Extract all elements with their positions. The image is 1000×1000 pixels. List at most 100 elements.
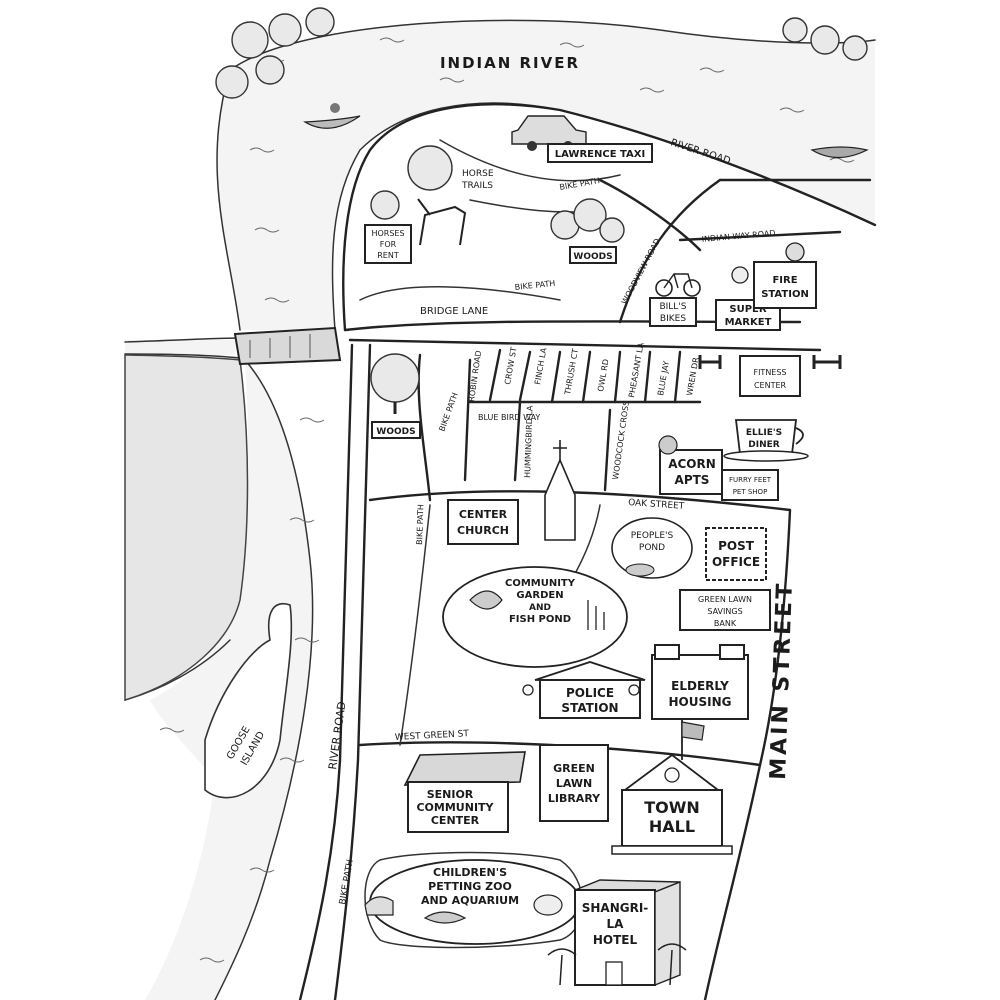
garden-label-3: AND xyxy=(529,603,551,613)
library-label-1: GREEN xyxy=(553,762,595,775)
ellies-diner-label-1: ELLIE'S xyxy=(746,428,782,438)
super-market-label-1: SUPER xyxy=(729,304,766,315)
cross-icon xyxy=(553,440,567,460)
horses-for-rent-label-3: RENT xyxy=(377,251,399,260)
crow-st-label: CROW ST xyxy=(503,346,518,385)
hotel-label-1: SHANGRI- xyxy=(582,901,649,915)
hotel-label-2: LA xyxy=(607,917,625,931)
finch-la-label: FINCH LA xyxy=(533,347,548,386)
elderly-label-2: HOUSING xyxy=(669,695,732,709)
blue-jay-label: BLUE JAY xyxy=(656,360,671,396)
fire-station[interactable]: FIRE STATION xyxy=(731,242,817,309)
police-label-1: POLICE xyxy=(566,686,614,700)
fitness-center-label-2: CENTER xyxy=(754,381,787,390)
church-steeple xyxy=(544,457,576,541)
hotel-label-3: HOTEL xyxy=(593,933,638,947)
bills-bikes-label-2: BIKES xyxy=(660,314,686,324)
green-lawn-library[interactable]: GREEN LAWN LIBRARY xyxy=(539,744,609,822)
senior-label-2: COMMUNITY xyxy=(416,801,494,814)
furry-feet-pet-shop[interactable]: FURRY FEET PET SHOP xyxy=(721,469,779,501)
pet-shop-label-1: FURRY FEET xyxy=(729,476,772,484)
boat-icon xyxy=(810,146,869,159)
post-office[interactable]: POST OFFICE xyxy=(705,527,767,581)
horse-trails[interactable]: HORSE TRAILS xyxy=(407,145,494,246)
lawrence-taxi-label: LAWRENCE TAXI xyxy=(555,149,645,160)
acorn-apts-label-2: APTS xyxy=(675,473,710,487)
police-station[interactable]: POLICE STATION xyxy=(522,661,646,719)
childrens-petting-zoo[interactable]: CHILDREN'S PETTING ZOO AND AQUARIUM xyxy=(364,859,581,945)
fitness-center-label-1: FITNESS xyxy=(753,368,786,377)
pet-shop-label-2: PET SHOP xyxy=(733,488,768,496)
bank-label-3: BANK xyxy=(714,619,737,628)
sheep-icon xyxy=(533,894,563,916)
bridge[interactable] xyxy=(233,326,342,366)
town-hall[interactable]: TOWN HALL xyxy=(611,753,733,855)
library-label-3: LIBRARY xyxy=(548,792,601,805)
bills-bikes-label-1: BILL'S xyxy=(659,302,686,312)
bike-path-label-1: BIKE PATH xyxy=(559,176,601,192)
shangri-la-hotel[interactable]: SHANGRI- LA HOTEL xyxy=(574,879,681,987)
fish-icon xyxy=(469,590,503,610)
river-road-west-label: RIVER ROAD xyxy=(326,701,348,771)
tree-cluster-nw xyxy=(215,7,335,99)
clock-icon xyxy=(664,767,680,783)
goose-island[interactable]: GOOSE ISLAND xyxy=(204,603,293,799)
super-market-label-2: MARKET xyxy=(725,317,772,328)
woods-west[interactable]: WOODS xyxy=(370,353,421,439)
woodview-road-label: WOODVIEW ROAD xyxy=(620,237,662,306)
woodcock-cross-label: WOODCOCK CROSS xyxy=(611,400,631,480)
pheasant-la-label: PHEASANT LA xyxy=(627,342,646,399)
horses-for-rent[interactable]: HORSES FOR RENT xyxy=(364,190,412,264)
town-hall-label-1: TOWN xyxy=(644,798,700,817)
library-label-2: LAWN xyxy=(556,777,592,790)
post-office-label-1: POST xyxy=(718,539,755,553)
ellies-diner-label-2: DINER xyxy=(748,440,779,450)
garden-label-2: GARDEN xyxy=(516,590,563,601)
bridge-lane-label: BRIDGE LANE xyxy=(420,306,488,317)
horses-for-rent-label-2: FOR xyxy=(380,240,397,249)
senior-community-center[interactable]: SENIOR COMMUNITY CENTER xyxy=(403,751,526,833)
west-green-st-label: WEST GREEN ST xyxy=(395,729,470,743)
dog-icon xyxy=(364,896,394,916)
acorn-apts-label-1: ACORN xyxy=(668,457,716,471)
police-label-2: STATION xyxy=(561,701,618,715)
bike-path-label-2: BIKE PATH xyxy=(514,279,555,292)
town-hall-label-2: HALL xyxy=(649,817,695,836)
bills-bikes[interactable]: BILL'S BIKES xyxy=(649,273,701,327)
fitness-center[interactable]: FITNESS CENTER xyxy=(698,355,842,397)
elderly-label-1: ELDERLY xyxy=(671,679,729,693)
thrush-ct-label: THRUSH CT xyxy=(563,348,580,396)
blue-bird-way-label: BLUE BIRD WAY xyxy=(478,413,540,422)
bike-path-label-4: BIKE PATH xyxy=(415,504,425,545)
zoo-label-2: PETTING ZOO xyxy=(428,880,512,893)
senior-label-3: CENTER xyxy=(431,814,480,827)
horses-for-rent-label-1: HORSES xyxy=(371,229,404,238)
woods-north[interactable]: WOODS xyxy=(550,198,625,264)
horse-trails-label-2: TRAILS xyxy=(461,181,493,191)
owl-rd-label: OWL RD xyxy=(596,358,611,392)
indian-way-road-label: INDIAN WAY ROAD xyxy=(701,229,775,244)
hummingbird-la-label: HUMMINGBIRD LA xyxy=(523,405,535,478)
horse-trails-label-1: HORSE xyxy=(462,169,494,179)
west-bank xyxy=(124,354,249,702)
peoples-pond[interactable]: PEOPLE'S POND xyxy=(611,517,693,579)
garden-label-1: COMMUNITY xyxy=(505,578,576,589)
ellies-diner[interactable]: ELLIE'S DINER xyxy=(723,419,809,462)
green-lawn-savings-bank[interactable]: GREEN LAWN SAVINGS BANK xyxy=(679,589,771,631)
indian-river-label: INDIAN RIVER xyxy=(440,54,580,72)
peoples-pond-label-1: PEOPLE'S xyxy=(631,531,674,541)
palm-tree-icon xyxy=(547,943,687,986)
indian-river xyxy=(124,19,876,1000)
community-garden[interactable]: COMMUNITY GARDEN AND FISH POND xyxy=(442,566,628,668)
post-office-label-2: OFFICE xyxy=(712,555,760,569)
acorn-apts[interactable]: ACORN APTS xyxy=(658,435,723,495)
elderly-housing[interactable]: ELDERLY HOUSING xyxy=(651,644,749,720)
cattail-icon xyxy=(587,600,605,630)
woods-north-label: WOODS xyxy=(573,252,612,262)
center-church[interactable]: CENTER CHURCH xyxy=(447,440,576,545)
garden-label-4: FISH POND xyxy=(509,614,571,625)
zoo-label-1: CHILDREN'S xyxy=(433,866,507,879)
lawrence-taxi[interactable]: LAWRENCE TAXI xyxy=(511,115,653,163)
senior-label-1: SENIOR xyxy=(427,788,474,801)
